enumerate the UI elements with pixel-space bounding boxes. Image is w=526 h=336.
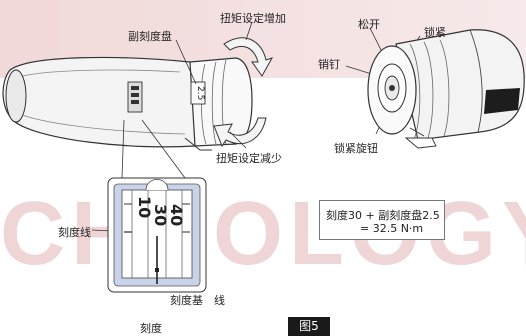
sub-dial-value: 2.5 bbox=[195, 86, 205, 101]
wrench-handle-left bbox=[2, 56, 253, 151]
scale-number-40: 40 bbox=[167, 204, 186, 227]
wrench-handle-right bbox=[367, 29, 525, 149]
label-lock: 锁紧 bbox=[424, 26, 446, 39]
formula-box: 刻度30 + 副刻度盘2.5 = 32.5 N·m bbox=[319, 200, 445, 240]
rotate-arrow-decrease bbox=[213, 117, 267, 148]
label-scale-line: 刻度线 bbox=[58, 226, 91, 239]
label-scale: 刻度 bbox=[140, 322, 162, 335]
label-pin: 销钉 bbox=[318, 58, 340, 71]
label-loosen: 松开 bbox=[358, 18, 380, 31]
label-scale-base-line: 刻度基 线 bbox=[170, 294, 225, 307]
formula-line-2: = 32.5 N·m bbox=[360, 222, 424, 235]
scale-inset bbox=[107, 177, 207, 293]
rotate-arrow-increase bbox=[223, 37, 274, 77]
label-lock-knob: 锁紧旋钮 bbox=[334, 142, 378, 155]
figure-label: 图5 bbox=[288, 317, 330, 336]
label-torque-increase: 扭矩设定增加 bbox=[220, 12, 286, 25]
formula-line-1: 刻度30 + 副刻度盘2.5 bbox=[326, 209, 440, 222]
label-torque-decrease: 扭矩设定减少 bbox=[216, 152, 282, 165]
label-sub-scale-dial: 副刻度盘 bbox=[128, 30, 172, 43]
